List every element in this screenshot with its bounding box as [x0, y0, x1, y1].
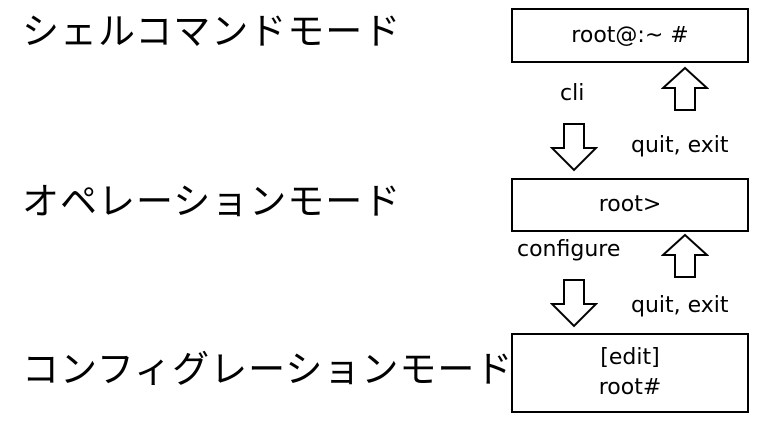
- configuration-prompt-box: [edit] root#: [511, 333, 749, 413]
- cli-command-label: cli: [560, 81, 585, 106]
- arrow-up-outline-icon: [661, 66, 709, 111]
- operation-prompt-box: root>: [511, 178, 749, 232]
- operation-prompt-text: root>: [598, 192, 662, 217]
- arrow-up-outline-icon: [661, 233, 709, 278]
- configuration-prompt-line1: [edit]: [600, 345, 660, 370]
- quit-exit-to-shell-label: quit, exit: [631, 133, 729, 158]
- operation-mode-label: オペレーションモード: [22, 180, 402, 223]
- configure-command-label: configure: [517, 237, 621, 262]
- arrow-down-outline-icon: [550, 123, 598, 172]
- configuration-prompt-line2: root#: [598, 375, 662, 400]
- shell-prompt-text: root@:~ #: [571, 22, 689, 48]
- shell-mode-label: シェルコマンドモード: [22, 10, 402, 53]
- quit-exit-to-operation-label: quit, exit: [631, 293, 729, 318]
- arrow-down-outline-icon: [550, 279, 598, 328]
- shell-prompt-box: root@:~ #: [511, 8, 749, 63]
- configuration-mode-label: コンフィグレーションモード: [22, 348, 514, 391]
